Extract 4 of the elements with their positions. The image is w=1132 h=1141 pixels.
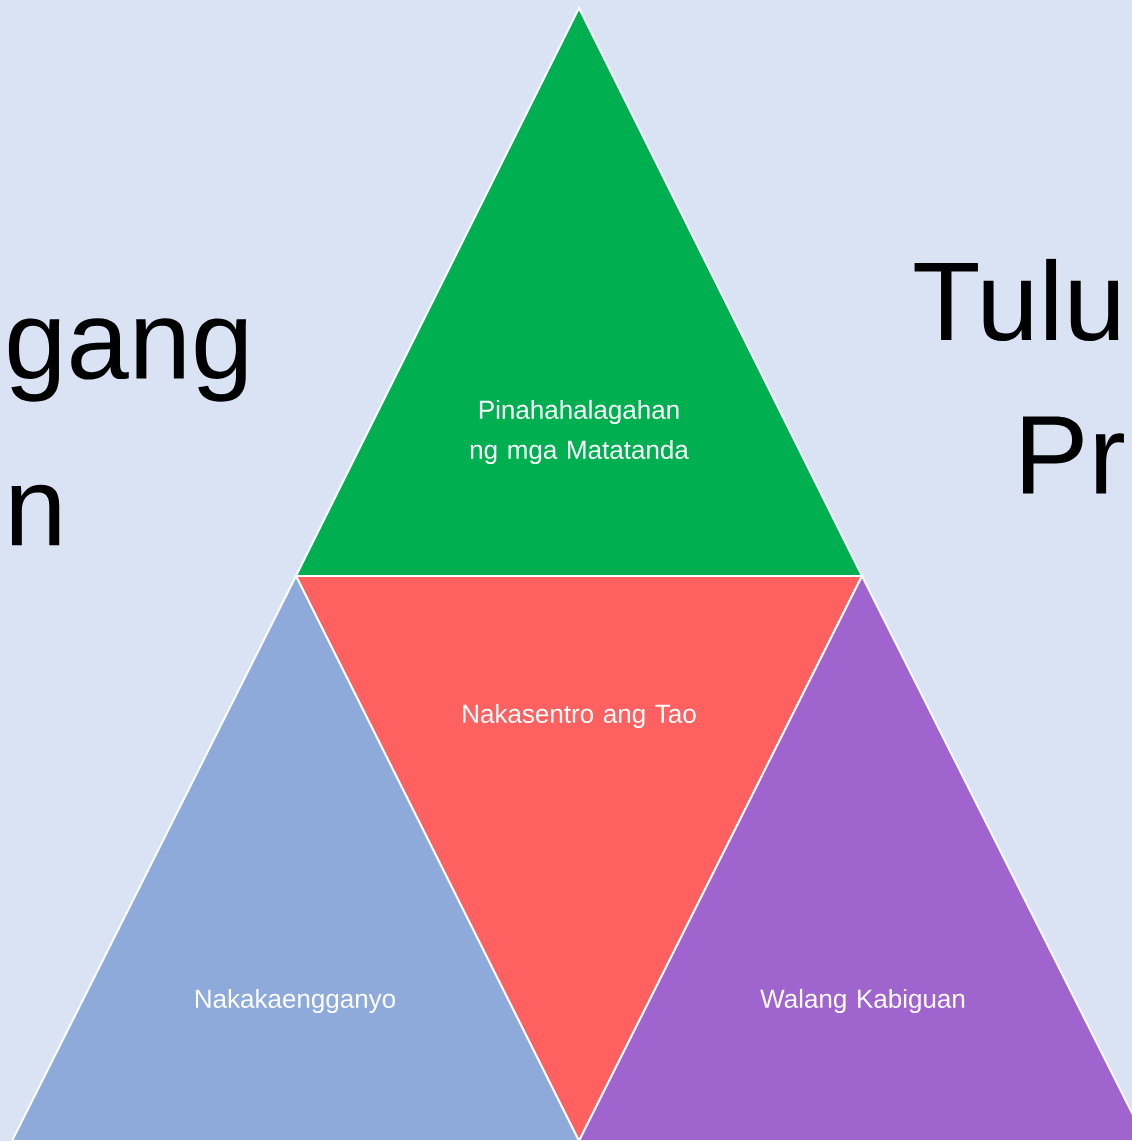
heading-text: n xyxy=(11,484,60,546)
heading-text: gang xyxy=(8,318,247,402)
heading-text: Tulu xyxy=(914,258,1119,342)
heading-text: Pr xyxy=(1023,416,1124,494)
